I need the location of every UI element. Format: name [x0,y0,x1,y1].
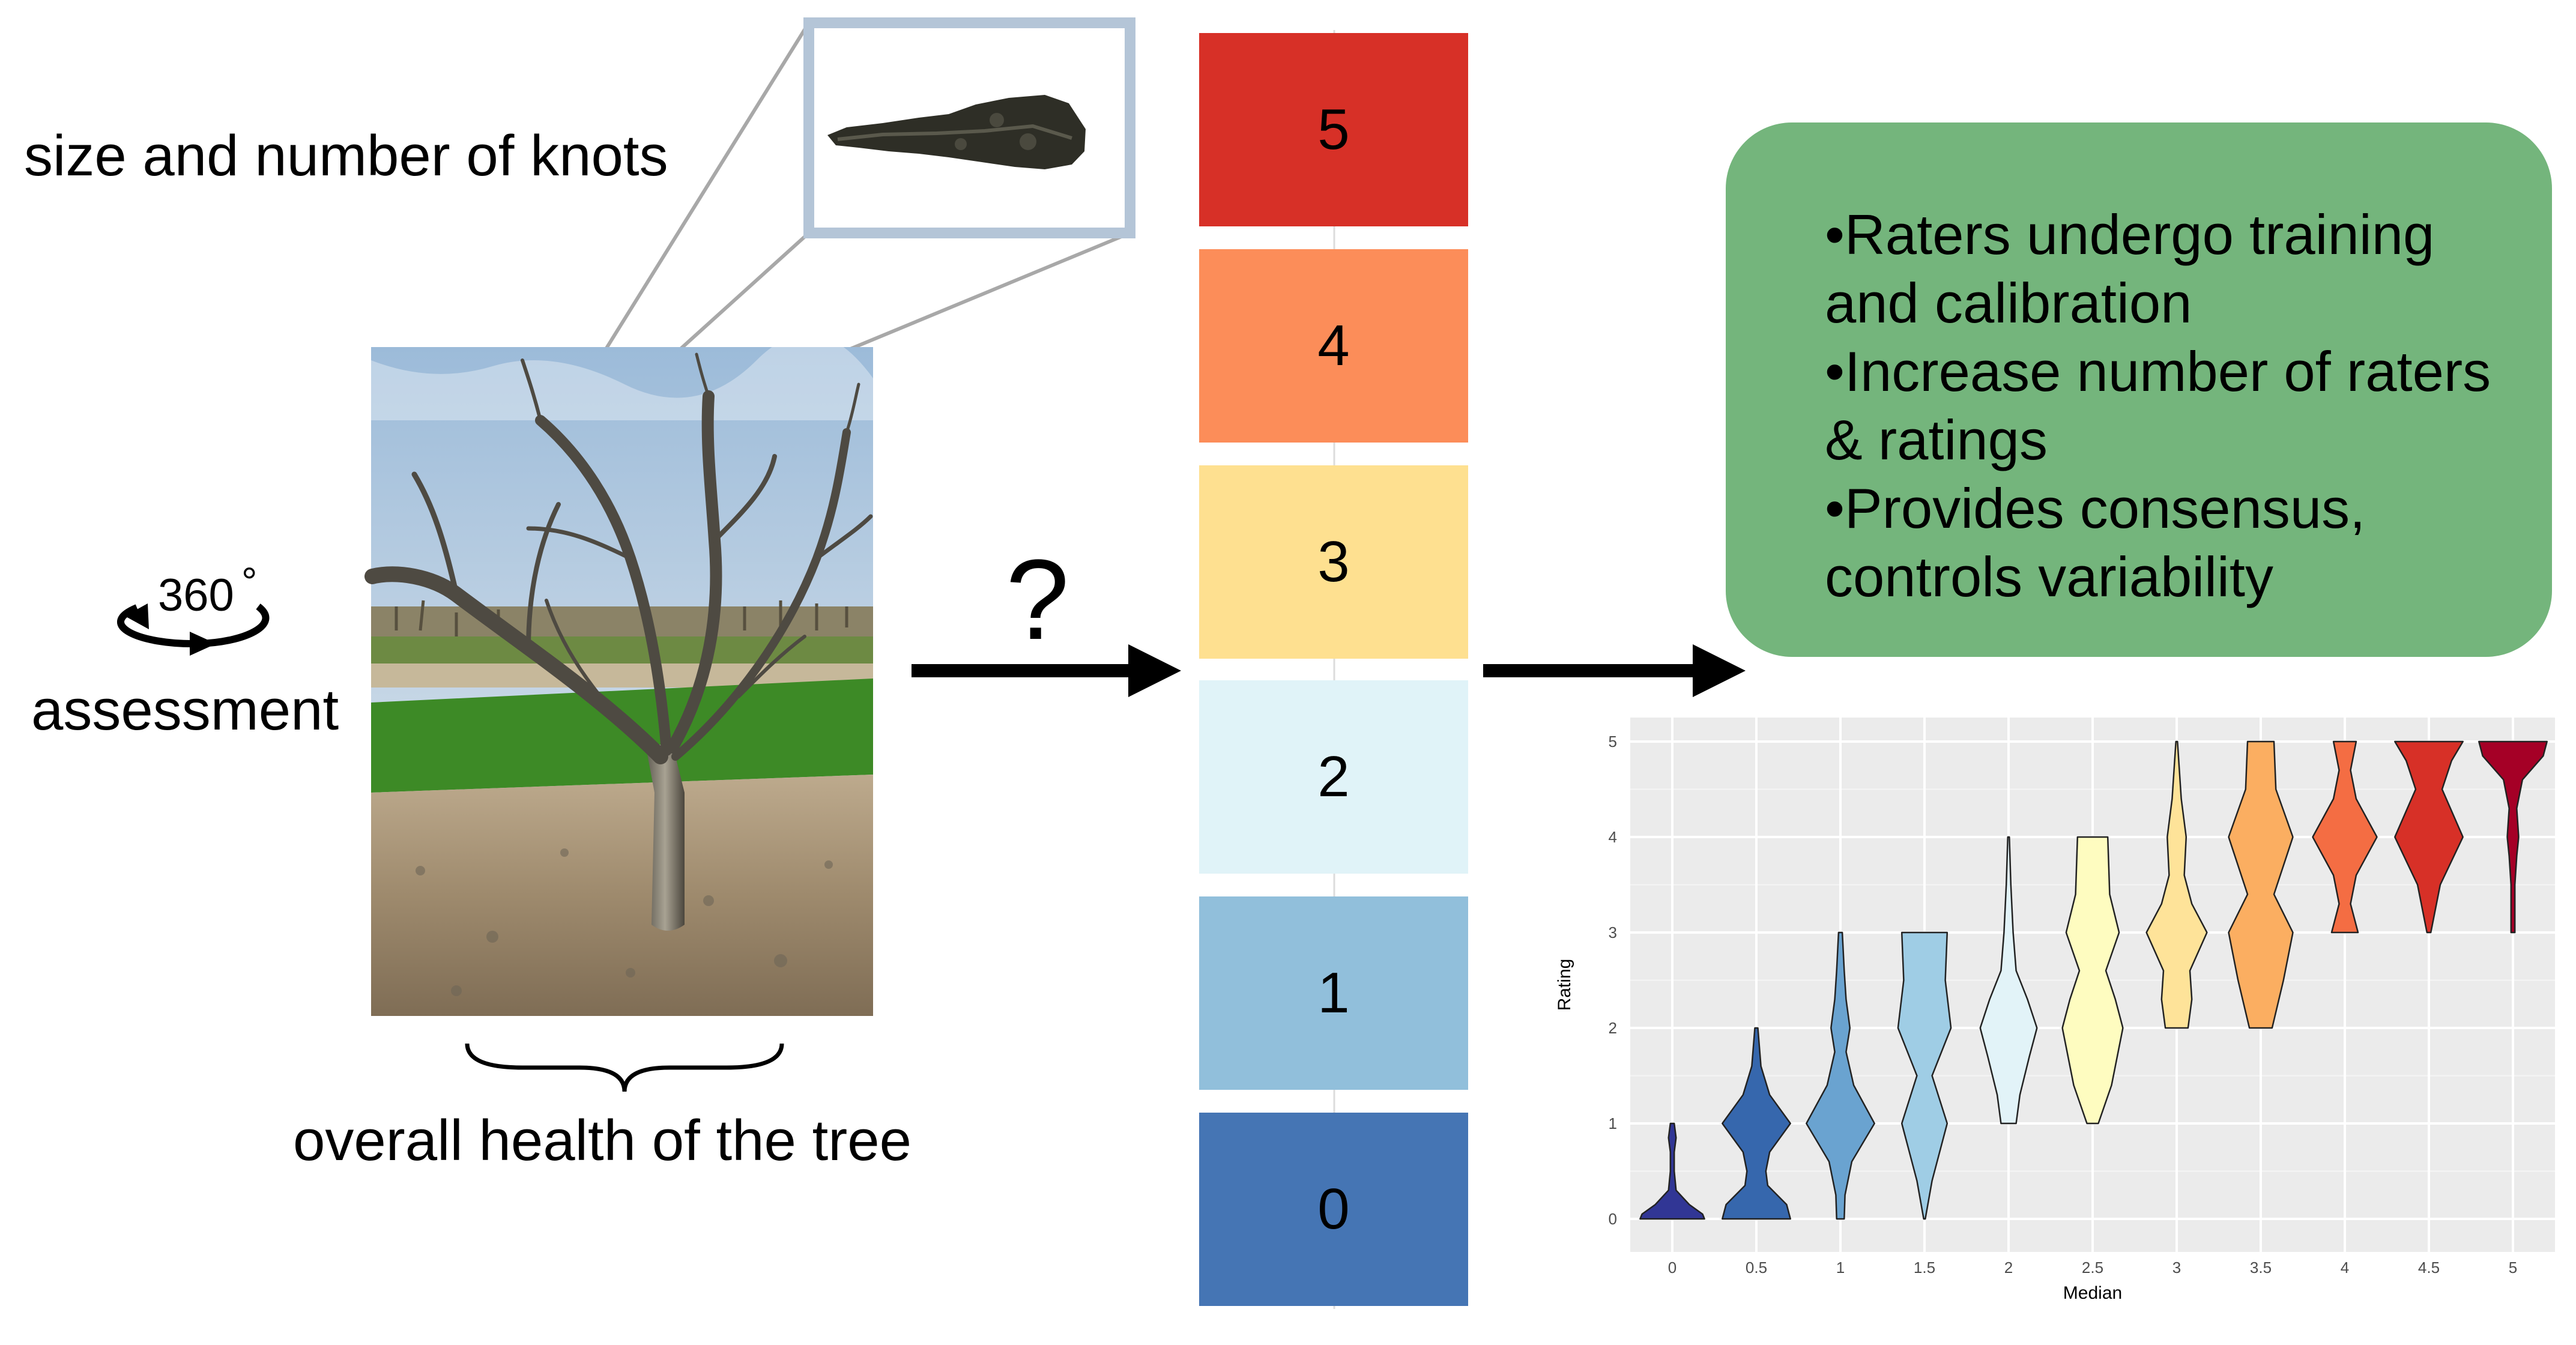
y-tick-label: 2 [1609,1019,1617,1037]
scale-box-5: 5 [1199,33,1468,226]
scale-box-3: 3 [1199,465,1468,659]
question-mark: ? [1006,536,1069,663]
violin-4.5 [2394,740,2464,934]
violin-1.5 [1897,931,1952,1220]
callout-bullet-consensus: •Provides consensus, controls variabilit… [1825,477,2366,608]
x-tick-label: 4.5 [2418,1259,2440,1277]
scale-box-2: 2 [1199,680,1468,874]
assessment-label: assessment [31,678,339,742]
violin-3 [2145,740,2208,1029]
degree-symbol: ° [241,559,258,603]
y-tick-label: 5 [1609,733,1617,751]
violin-4 [2312,740,2378,934]
violin-0 [1639,1122,1705,1220]
x-tick-label: 4 [2341,1259,2349,1277]
y-tick-label: 3 [1609,923,1617,942]
curly-brace [465,1043,784,1092]
x-tick-label: 5 [2509,1259,2517,1277]
rotation-360-label: 360 [158,570,234,621]
y-tick-label: 1 [1609,1114,1617,1132]
violin-1 [1806,931,1875,1220]
x-axis-title: Median [2063,1283,2122,1303]
knots-label: size and number of knots [24,124,668,188]
x-tick-label: 2.5 [2082,1259,2103,1277]
x-tick-label: 0.5 [1746,1259,1767,1277]
callout-bullet-raters: •Increase number of raters & ratings [1825,340,2491,471]
violin-3.5 [2228,740,2294,1029]
x-tick-label: 3 [2172,1259,2181,1277]
violin-0.5 [1722,1027,1791,1220]
x-tick-label: 2 [2004,1259,2013,1277]
violin-2.5 [2061,836,2124,1125]
x-tick-label: 1 [1836,1259,1845,1277]
consensus-callout: •Raters undergo training and calibration… [1726,122,2552,657]
x-tick-label: 1.5 [1914,1259,1935,1277]
y-tick-label: 0 [1609,1210,1617,1228]
x-tick-label: 3.5 [2250,1259,2272,1277]
scale-box-0: 0 [1199,1113,1468,1306]
scale-box-1: 1 [1199,896,1468,1090]
rotation-arrow-icon [117,603,270,656]
violin-5 [2478,740,2548,934]
scale-box-4: 4 [1199,249,1468,443]
knot-zoom-inset [803,17,1135,238]
y-axis-title: Rating [1555,959,1574,1011]
y-tick-label: 4 [1609,828,1617,846]
violin-2 [1979,836,2038,1125]
overall-health-label: overall health of the tree [293,1108,912,1173]
x-tick-label: 0 [1668,1259,1677,1277]
callout-bullet-training: •Raters undergo training and calibration [1825,203,2435,334]
tree-photo [364,334,873,1016]
